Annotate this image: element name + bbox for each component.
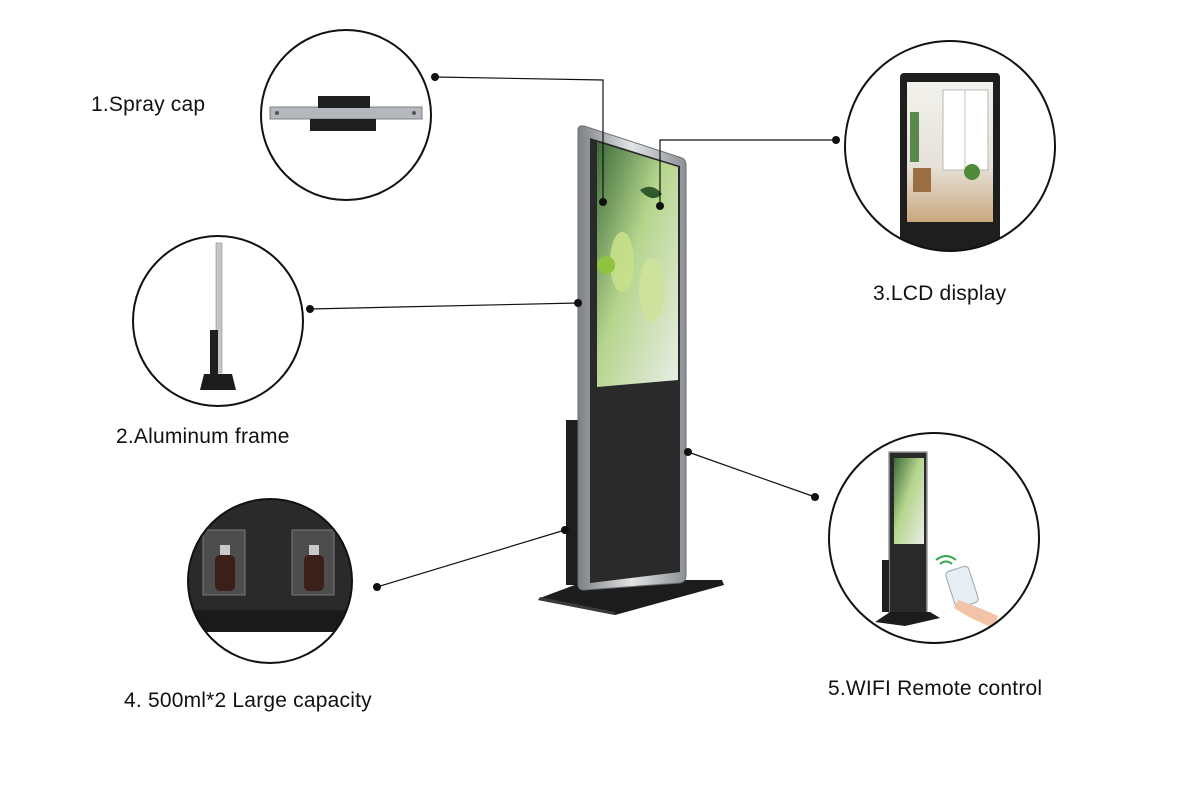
leader-line-frame <box>309 302 579 310</box>
wifi-icon <box>935 555 957 565</box>
leader-dot <box>574 299 582 307</box>
leader-dot <box>656 202 664 210</box>
feature-label-aluminum-frame: 2.Aluminum frame <box>116 425 290 448</box>
leader-dot <box>599 198 607 206</box>
feature-label-large-capacity: 4. 500ml*2 Large capacity <box>124 689 372 712</box>
kiosk-main <box>538 125 724 615</box>
callout-aluminum-frame <box>132 235 304 407</box>
leader-dot <box>373 583 381 591</box>
feature-label-wifi-remote: 5.WIFI Remote control <box>828 677 1043 700</box>
leader-dot <box>561 526 569 534</box>
leader-line-wifi <box>687 451 816 498</box>
leader-dot <box>306 305 314 313</box>
leader-lines <box>309 76 836 588</box>
leader-line-spray-cap <box>434 76 604 202</box>
feature-label-lcd-display: 3.LCD display <box>873 282 1007 305</box>
kiosk-screen <box>597 142 678 387</box>
callout-spray-cap <box>260 29 432 201</box>
callout-large-capacity <box>187 498 353 664</box>
leader-dots <box>306 73 840 591</box>
callout-wifi-remote <box>828 432 1040 644</box>
leader-dot <box>832 136 840 144</box>
leader-line-lcd <box>659 139 836 206</box>
leader-line-capacity <box>376 529 566 588</box>
leader-dot <box>431 73 439 81</box>
leader-dot <box>684 448 692 456</box>
feature-label-spray-cap: 1.Spray cap <box>91 93 206 116</box>
callout-lcd-display <box>844 40 1056 252</box>
leader-dot <box>811 493 819 501</box>
